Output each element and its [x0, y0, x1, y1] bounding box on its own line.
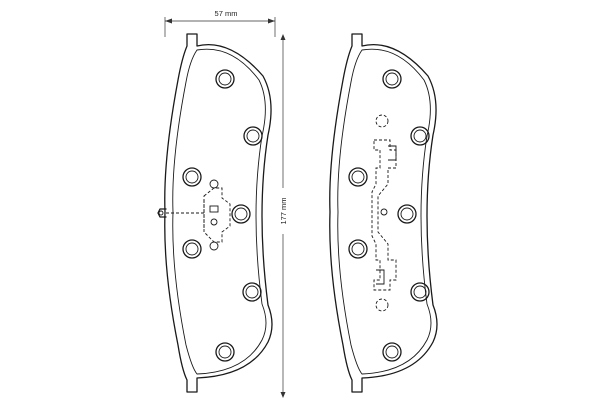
height-arrow-bottom: [280, 392, 286, 398]
left-pad-outline: [164, 33, 273, 393]
right-pad-anti-noise-shim: [371, 114, 397, 312]
rivet: [242, 282, 262, 302]
rivet: [397, 204, 417, 224]
brake-pad-left: [157, 33, 273, 393]
rivet: [410, 282, 430, 302]
rivet: [382, 342, 402, 362]
left-pad-inner-edge: [172, 48, 267, 375]
rivet: [243, 126, 263, 146]
right-pad-outline: [329, 33, 438, 393]
height-label-backdrop: [277, 188, 289, 234]
rivet: [182, 167, 202, 187]
width-dimension-label: 57 mm: [215, 9, 238, 18]
height-dimension-label: 177 mm: [279, 197, 288, 224]
rivet: [231, 204, 251, 224]
rivet: [382, 69, 402, 89]
height-dimension: 177 mm: [277, 34, 289, 398]
width-dimension: 57 mm: [164, 9, 276, 37]
width-arrow-left: [165, 18, 172, 24]
height-arrow-top: [280, 34, 286, 40]
width-arrow-right: [268, 18, 275, 24]
right-pad-inner-edge: [337, 48, 432, 375]
rivet: [215, 69, 235, 89]
rivet: [410, 126, 430, 146]
left-pad-rivets: [182, 69, 263, 362]
rivet: [348, 167, 368, 187]
brake-pad-right: [329, 33, 438, 393]
rivet: [348, 239, 368, 259]
right-pad-rivets: [348, 69, 430, 362]
left-pad-wear-indicator-clip: [157, 179, 231, 251]
rivet: [182, 239, 202, 259]
rivet: [215, 342, 235, 362]
